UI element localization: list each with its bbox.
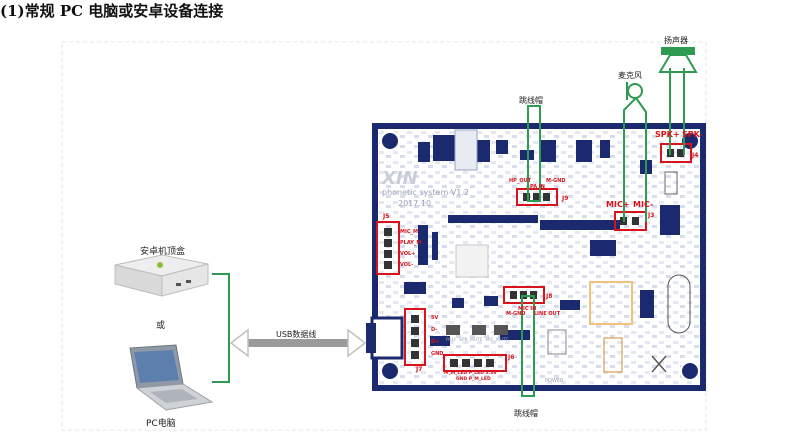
j6-header [443, 354, 507, 372]
usb-socket [370, 316, 404, 360]
j9-mid-label: PA IN [530, 184, 545, 190]
speaker-label: 扬声器 [664, 36, 688, 45]
j9-right-label: M-GND [546, 178, 566, 184]
j8-right-label: LINE OUT [534, 311, 561, 317]
usb-cable-label: USB数据线 [276, 330, 317, 339]
j5-label: J5 [383, 213, 390, 220]
jumper-wires [212, 68, 685, 397]
pc-label: PC电脑 [146, 419, 176, 429]
speaker-icon [658, 47, 698, 73]
j7-header [404, 308, 426, 366]
j9-header [516, 188, 558, 206]
mounting-hole [380, 131, 400, 151]
j6-bottom-labels: GND P_M_LED [456, 377, 491, 382]
android-box-illustration [114, 254, 209, 297]
board-brand: XIN [382, 168, 418, 189]
board-subtitle: phonetic system V1.2 [382, 188, 469, 197]
mounting-hole [380, 361, 400, 381]
figure-frame [61, 41, 707, 431]
j6-label: J6 [508, 354, 515, 361]
j4-label: J4 [692, 152, 699, 159]
usb-cable [229, 328, 367, 358]
jumper-bottom-label: 跳线帽 [514, 409, 538, 418]
mic-plus-label: MIC+ [606, 200, 630, 209]
board-date: 2017.10 [398, 199, 432, 208]
mounting-hole [680, 361, 700, 381]
jumper-top-label: 跳线帽 [519, 96, 543, 105]
weee-icon [651, 355, 667, 373]
j3-label: J3 [648, 212, 655, 219]
bottom-jumper-cap [521, 295, 535, 397]
bottom-small-labels: PALY SPK_MUTE MIC_MUTE [446, 338, 509, 343]
microphone-icon [626, 82, 643, 100]
j9-label: J9 [562, 195, 569, 202]
top-jumper-cap [527, 105, 541, 202]
j8-mid-label: MIC IN [518, 306, 537, 312]
main-chip [455, 244, 489, 278]
spk-plus-label: SPK+ [655, 130, 680, 139]
j9-left-label: HP_OUT [509, 178, 532, 184]
small-headers [446, 325, 508, 335]
or-label: 或 [156, 321, 166, 331]
mic-minus-label: MIC- [633, 200, 654, 209]
spk-minus-label: SPK- [682, 130, 703, 139]
j8-label: J8 [546, 293, 553, 300]
j7-label: J7 [416, 366, 423, 373]
device-bracket [212, 273, 230, 383]
laptop-illustration [129, 344, 214, 411]
j5-header [376, 221, 400, 275]
mic-label: 麦克风 [618, 71, 642, 80]
section-heading: (1)常规 PC 电脑或安卓设备连接 [0, 2, 224, 20]
j8-left-label: M-GND [506, 311, 526, 317]
android-box-label: 安卓机顶盒 [140, 247, 186, 257]
crystal-pad [589, 281, 633, 325]
power-label: POWER [545, 378, 564, 384]
j6-top-labels: M_M_LED P_LED 3.3V [444, 371, 497, 376]
